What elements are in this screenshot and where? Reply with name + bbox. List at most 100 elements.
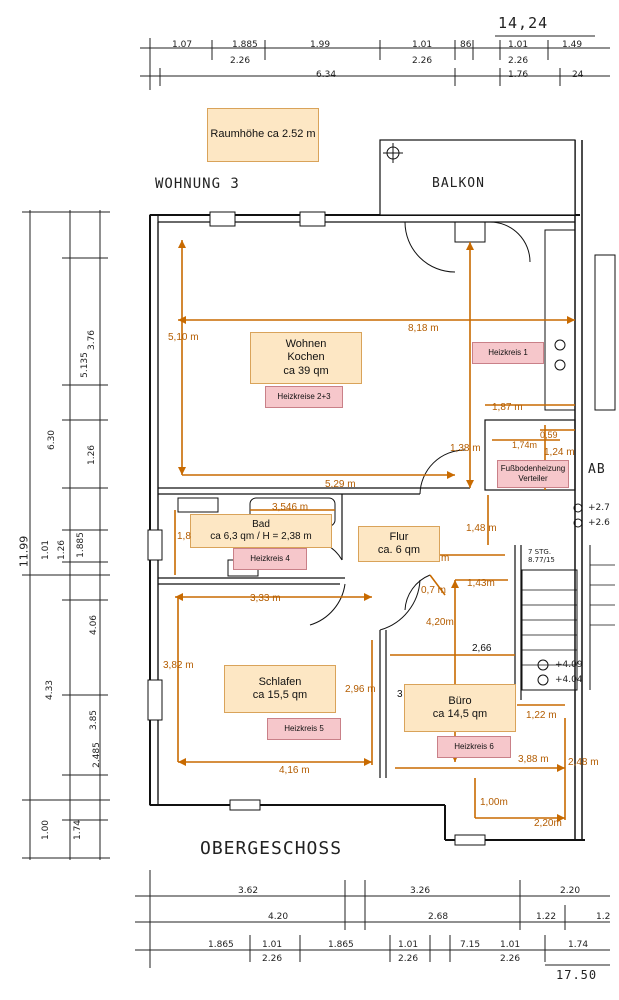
room-schlafen-area: ca 15,5 qm (252, 689, 308, 701)
bottom-dim-4: 4.20 (268, 912, 289, 922)
dim-schlafen-296: 2,96 m (345, 684, 376, 695)
dim-kitchen-187: 1,87 m (492, 402, 523, 413)
bottom-dimension-lines (135, 870, 610, 968)
top-total-dimension: 14,24 (498, 14, 549, 32)
dim-143: 1,43m (467, 578, 495, 589)
room-buero-area: ca 14,5 qm (432, 708, 488, 720)
dim-138: 1,38 m (450, 443, 481, 454)
dim-266: 2,66 (472, 643, 492, 654)
bottom-dim-8: 1.865 (208, 940, 234, 950)
measurement-lines (174, 240, 575, 820)
balcony-label: BALKON (432, 176, 485, 191)
left-dim-4: 1.26 (87, 444, 98, 466)
bottom-dim-sub-1: 2.26 (262, 954, 283, 964)
dim-flur-m: m (441, 553, 450, 564)
left-dimension-lines (22, 210, 110, 860)
room-wohnen-name: Wohnen Kochen (285, 338, 327, 364)
heating-circuit-6: Heizkreis 6 (437, 736, 511, 758)
left-dim-8: 4.06 (89, 614, 100, 636)
bottom-dim-1: 3.62 (238, 886, 259, 896)
dim-248: 2,48 m (568, 757, 599, 768)
room-wohnen-area: ca 39 qm (283, 364, 329, 377)
level-3: +4.09 (555, 660, 583, 670)
heating-circuit-2-3: Heizkreise 2+3 (265, 386, 343, 408)
room-bad-name: Bad (252, 519, 270, 530)
left-dim-9: 4.33 (45, 679, 56, 701)
top-dim-6: 1.01 (508, 40, 529, 50)
bottom-dim-7: 1.2 (596, 912, 611, 922)
dim-bad-3546: 3,546 m (272, 502, 309, 513)
left-dim-1: 6.30 (47, 429, 58, 451)
storage-label: AB (588, 462, 606, 477)
bottom-dim-2: 3.26 (410, 886, 431, 896)
stair-label: 7 STG. (528, 548, 552, 556)
level-2: +2.6 (588, 518, 610, 528)
left-dim-6: 1.26 (57, 539, 68, 561)
dim-220: 2,20m (534, 818, 562, 829)
dim-schlafen-bottom: 4,16 m (279, 765, 310, 776)
room-wohnen-label: Wohnen Kochen ca 39 qm (250, 332, 362, 384)
bottom-dim-3: 2.20 (560, 886, 581, 896)
dim-059: 0,59 (540, 430, 558, 440)
bottom-dim-10: 1.865 (328, 940, 354, 950)
top-dim-sub-1: 2.26 (230, 56, 251, 66)
heating-circuit-1: Heizkreis 1 (472, 342, 544, 364)
top-dim-row2-3: 24 (572, 70, 584, 80)
left-dim-7: 1.885 (75, 532, 86, 558)
bottom-dim-5: 2.68 (428, 912, 449, 922)
left-dim-3: 3.76 (87, 329, 98, 351)
top-dim-1: 1.07 (172, 40, 193, 50)
room-bad-area: ca 6,3 qm / H = 2,38 m (210, 531, 312, 542)
dim-buero-420: 4,20m (426, 617, 454, 628)
bottom-dim-6: 1.22 (536, 912, 557, 922)
measurement-arrowheads (175, 240, 575, 822)
dim-122: 1,22 m (526, 710, 557, 721)
dim-schlafen-width: 3,33 m (250, 593, 281, 604)
heating-circuit-4: Heizkreis 4 (233, 548, 307, 570)
left-dim-13: 1.74 (73, 819, 84, 841)
dim-07: 0,7 m (421, 585, 447, 596)
room-buero-name: Büro (448, 694, 472, 707)
room-schlafen-label: Schlafen ca 15,5 qm (224, 665, 336, 713)
dim-schlafen-depth: 3,82 m (163, 660, 194, 671)
bottom-dim-sub-3: 2.26 (500, 954, 521, 964)
bottom-dim-9: 1.01 (262, 940, 283, 950)
left-dim-11: 2.485 (91, 742, 102, 768)
dim-wohnen-depth: 5,10 m (168, 332, 199, 343)
left-dim-2: 5.135 (79, 352, 90, 378)
room-schlafen-name: Schlafen (258, 675, 302, 688)
left-dim-5: 1.01 (41, 539, 52, 561)
room-flur-label: Flur ca. 6 qm (358, 526, 440, 562)
dim-174: 1,74m (512, 440, 538, 450)
top-dim-row2-1: 6.34 (316, 70, 337, 80)
top-dim-4: 1.01 (412, 40, 433, 50)
left-dim-12: 1.00 (41, 819, 52, 841)
top-dim-5: 86 (460, 40, 472, 50)
bottom-dim-sub-2: 2.26 (398, 954, 419, 964)
top-dim-2: 1.885 (232, 40, 258, 50)
bottom-dim-14: 1.74 (568, 940, 589, 950)
bottom-dim-13: 1.01 (500, 940, 521, 950)
top-dim-sub-3: 2.26 (508, 56, 529, 66)
level-1: +2.7 (588, 503, 610, 513)
top-dim-sub-2: 2.26 (412, 56, 433, 66)
heating-circuit-5: Heizkreis 5 (267, 718, 341, 740)
room-height-note: Raumhöhe ca 2.52 m (207, 108, 319, 162)
dim-3: 3 (397, 689, 403, 700)
bottom-dim-12: 7.15 (460, 940, 481, 950)
floor-title: OBERGESCHOSS (200, 838, 343, 859)
top-dim-7: 1.49 (562, 40, 583, 50)
dim-buero-388: 3,88 m (518, 754, 549, 765)
room-buero-label: Büro ca 14,5 qm (404, 684, 516, 732)
left-dim-10: 3.85 (89, 709, 100, 731)
dim-bad-18: 1,8 (177, 531, 191, 542)
dim-wohnen-width: 8,18 m (408, 323, 439, 334)
level-4: +4.04 (555, 675, 583, 685)
dim-148: 1,48 m (466, 523, 497, 534)
dim-100: 1,00m (480, 797, 508, 808)
left-dim-total: 11.99 (17, 535, 31, 568)
unit-title: WOHNUNG 3 (155, 176, 240, 192)
top-dimension-lines (140, 35, 610, 90)
room-flur-name: Flur (389, 530, 409, 543)
